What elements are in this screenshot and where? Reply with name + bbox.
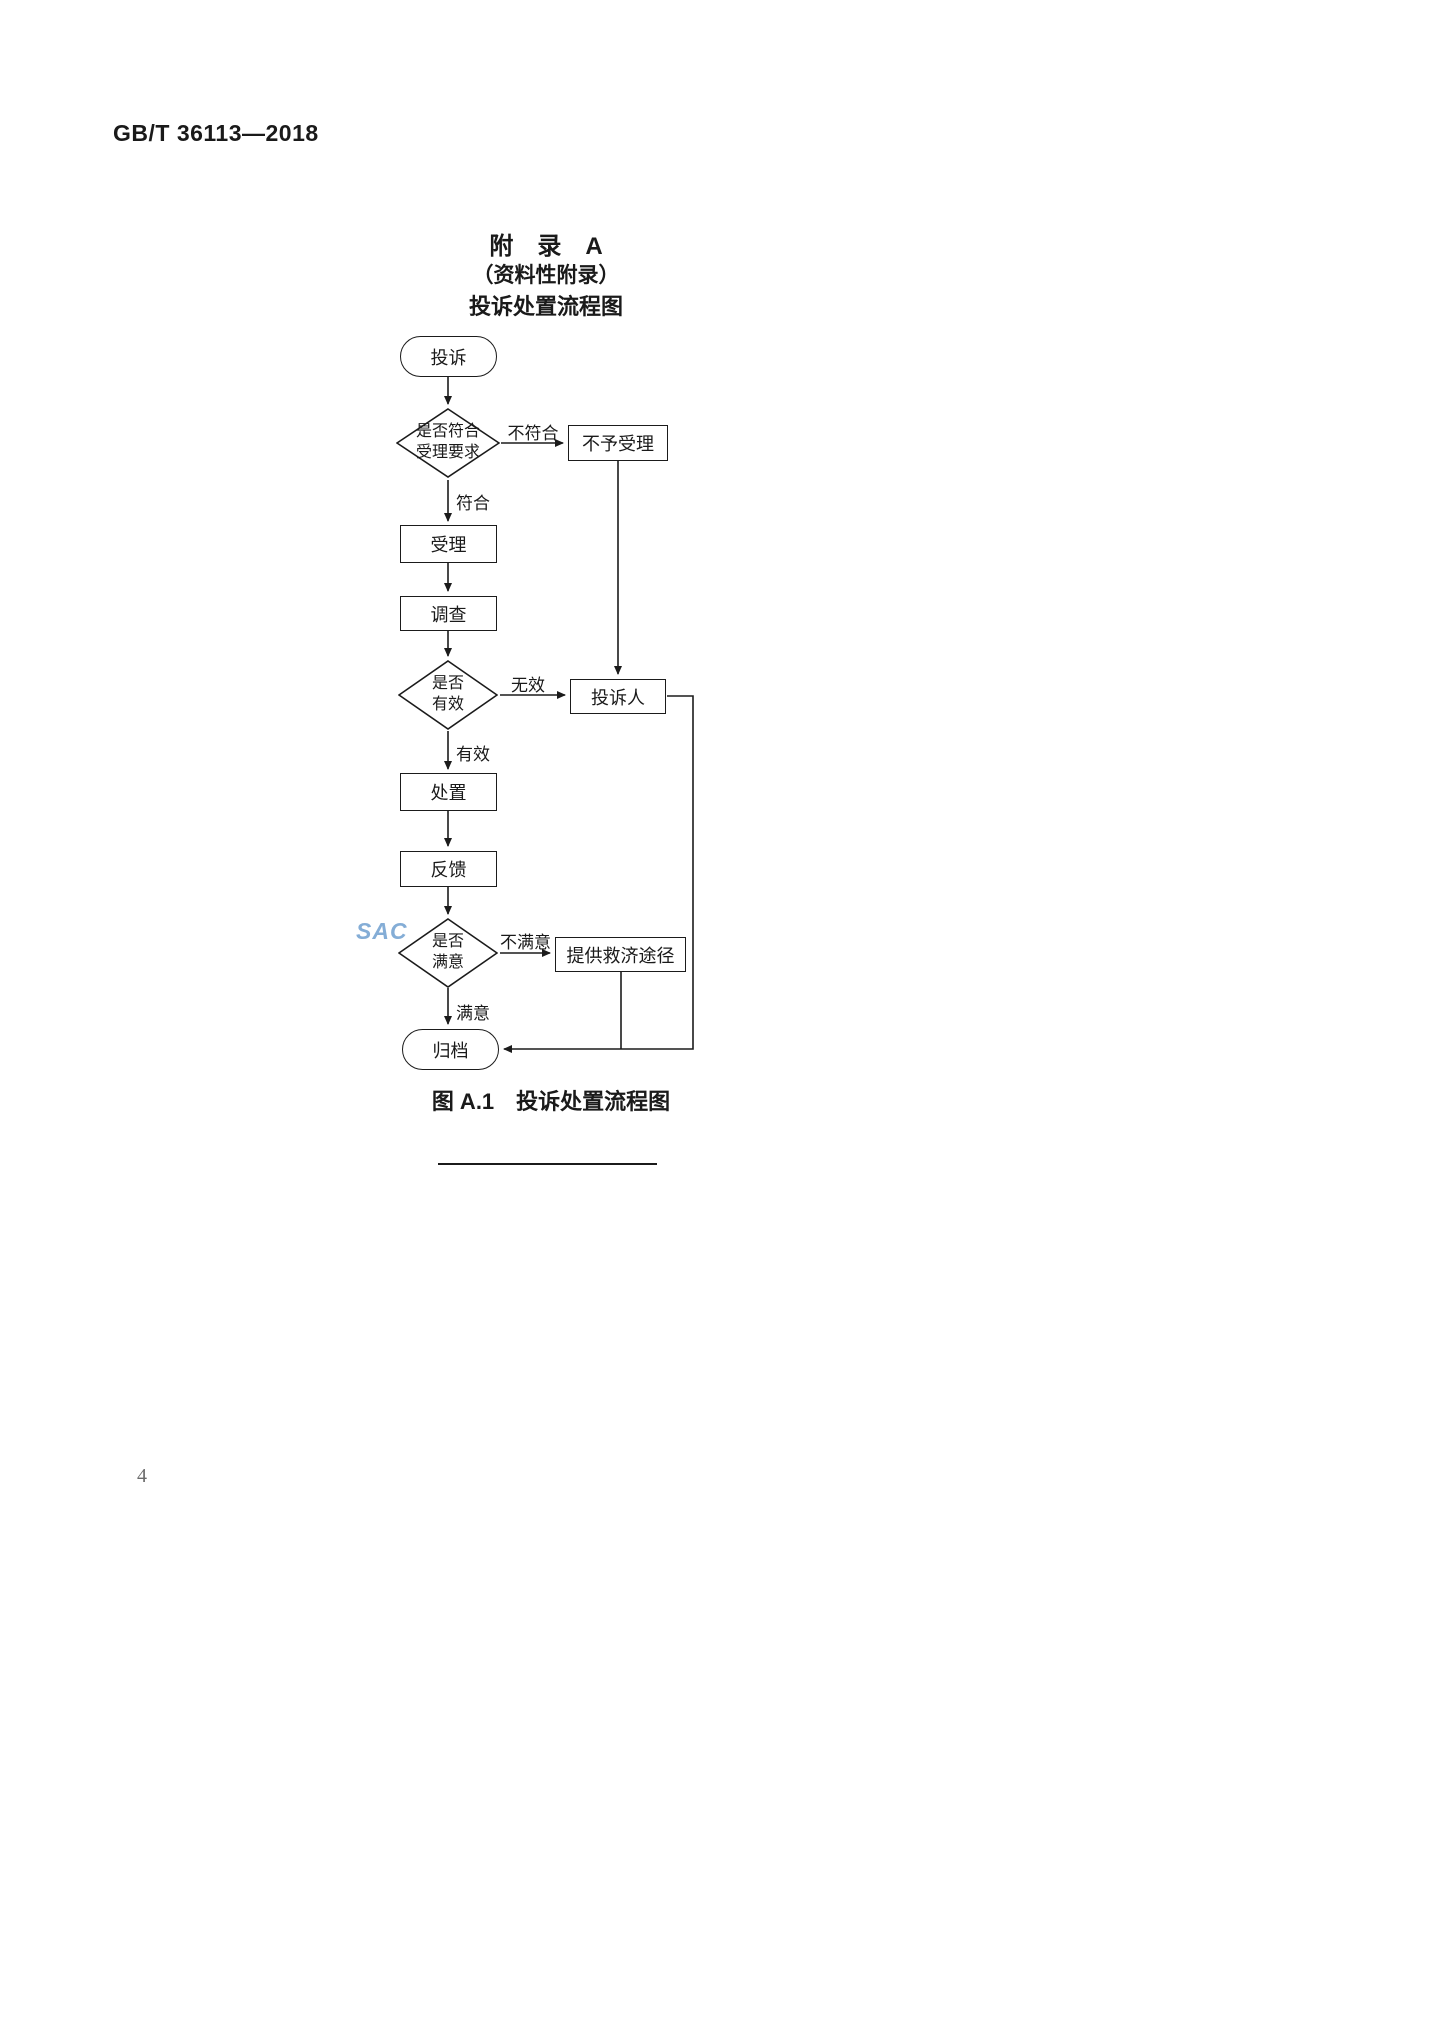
node-check-satisfied-label: 是否 满意 [431, 933, 464, 971]
node-check-valid-label: 是否 有效 [431, 675, 464, 713]
page-number: 4 [137, 1465, 147, 1487]
node-feedback: 反馈 [400, 851, 497, 887]
diamond-shape [398, 660, 498, 730]
node-check-acceptance: 是否符合 受理要求 [396, 408, 500, 478]
standard-number: GB/T 36113—2018 [113, 120, 319, 146]
edge-label-satisfied: 满意 [456, 1004, 490, 1023]
appendix-heading: 附 录 A [489, 233, 603, 260]
section-divider [438, 1163, 657, 1165]
node-check-acceptance-label: 是否符合 受理要求 [415, 423, 480, 461]
node-complainant: 投诉人 [570, 679, 666, 714]
node-remedy: 提供救济途径 [555, 937, 686, 972]
edge-label-valid: 有效 [456, 745, 490, 764]
node-reject: 不予受理 [568, 425, 668, 461]
node-accept: 受理 [400, 525, 497, 563]
node-handle: 处置 [400, 773, 497, 811]
figure-caption: 图 A.1 投诉处置流程图 [431, 1089, 671, 1114]
connector-complainant-to-archive [503, 695, 694, 1053]
node-archive: 归档 [402, 1029, 499, 1070]
edge-label-conform: 符合 [456, 494, 490, 513]
appendix-type: （资料性附录） [472, 264, 620, 287]
diamond-shape [396, 408, 500, 478]
node-investigate: 调查 [400, 596, 497, 631]
edge-label-not-satisfied: 不满意 [500, 933, 551, 952]
flowchart-title: 投诉处置流程图 [468, 294, 623, 319]
node-check-valid: 是否 有效 [398, 660, 498, 730]
sac-watermark: SAC [356, 918, 408, 944]
edge-label-not-conform: 不符合 [507, 424, 559, 443]
node-start: 投诉 [400, 336, 497, 377]
node-check-satisfied: 是否 满意 [398, 918, 498, 988]
diamond-shape [398, 918, 498, 988]
edge-label-invalid: 无效 [511, 676, 545, 695]
